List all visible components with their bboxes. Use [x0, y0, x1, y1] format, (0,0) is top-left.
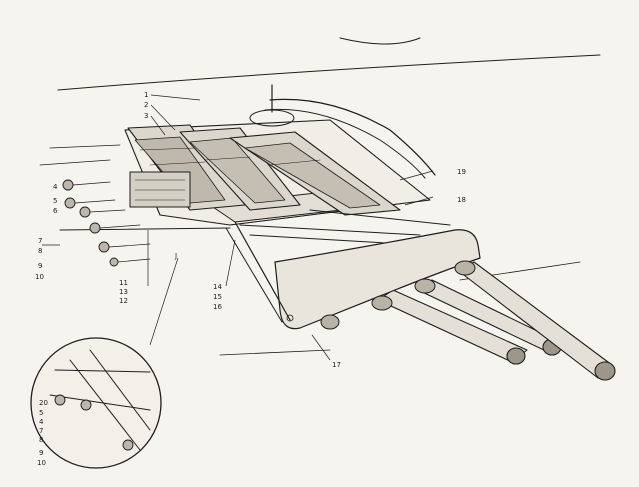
inset-label-10: 10 — [37, 459, 46, 467]
barrels — [239, 209, 616, 381]
side-rails — [225, 221, 291, 323]
label-18: 18 — [457, 196, 466, 204]
barrel-right — [459, 261, 616, 381]
label-4: 4 — [53, 183, 58, 191]
sight-post — [249, 84, 295, 127]
gun-body-right — [229, 131, 401, 216]
label-8: 8 — [38, 247, 42, 255]
label-17: 17 — [332, 361, 341, 369]
gun-body-center — [179, 127, 301, 211]
label-3: 3 — [144, 112, 148, 120]
part-5 — [64, 197, 116, 209]
label-14: 14 — [213, 283, 222, 291]
label-10: 10 — [35, 273, 44, 281]
inset-label-4: 4 — [39, 418, 44, 426]
part-4 — [62, 179, 111, 191]
detail-inset — [30, 257, 179, 469]
gun-bodies — [127, 124, 401, 216]
label-19: 19 — [457, 168, 466, 176]
inset-label-8: 8 — [39, 436, 43, 444]
part-8 — [98, 241, 151, 253]
label-12: 12 — [119, 297, 128, 305]
label-J: J — [174, 252, 177, 260]
label-11: 11 — [119, 279, 128, 287]
fairing — [264, 98, 436, 179]
label-16: 16 — [213, 303, 222, 311]
part-6 — [79, 206, 126, 218]
inset-label-5: 5 — [39, 409, 43, 417]
label-5: 5 — [53, 197, 57, 205]
front-plate — [274, 229, 481, 330]
inset-label-20: 20 — [39, 399, 48, 407]
callout-labels: 1 2 3 4 5 6 7 8 9 10 11 13 12 14 15 16 1… — [35, 91, 466, 467]
label-15: 15 — [213, 293, 222, 301]
part-7 — [89, 222, 141, 234]
leader-lines — [42, 94, 434, 361]
part-9 — [109, 257, 151, 267]
label-2: 2 — [144, 101, 148, 109]
label-7: 7 — [38, 237, 42, 245]
label-6: 6 — [53, 207, 58, 215]
inset-label-7: 7 — [39, 427, 43, 435]
inset-label-9: 9 — [39, 449, 43, 457]
label-13: 13 — [119, 288, 128, 296]
feed-mechanism — [129, 171, 191, 208]
label-1: 1 — [144, 91, 148, 99]
label-9: 9 — [38, 262, 42, 270]
